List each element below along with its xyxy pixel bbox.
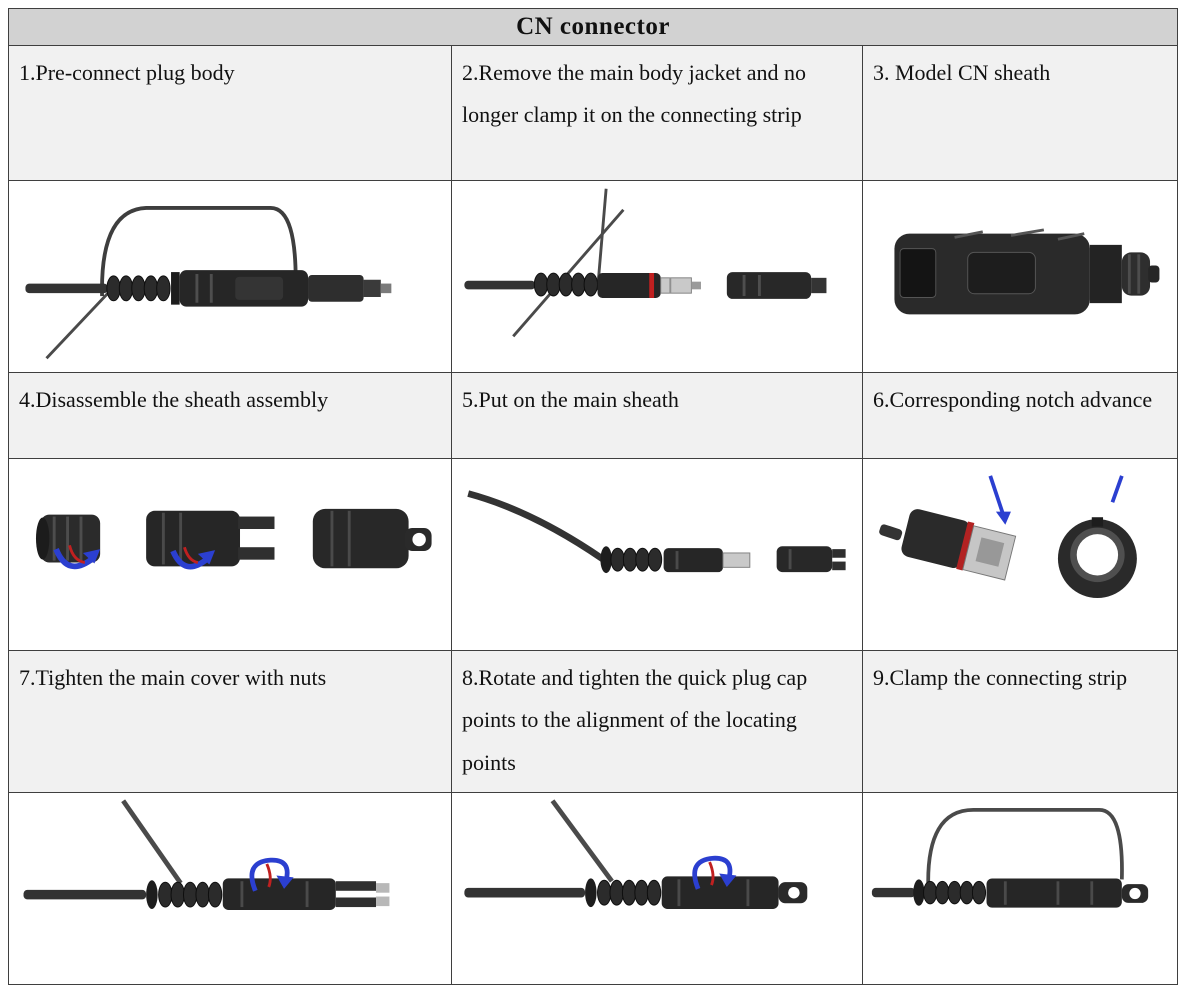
ferrule (722, 552, 751, 568)
nut-part (35, 514, 100, 563)
sheath-neck (1089, 244, 1122, 304)
connecting-strip-clamped-illustration (871, 808, 1148, 908)
removed-jacket (726, 272, 812, 299)
step-2-text: 2.Remove the main body jacket and no lon… (451, 45, 863, 181)
plug-tip (363, 279, 381, 297)
step-6-text: 6.Corresponding notch advance (861, 372, 1179, 459)
flange (145, 880, 158, 909)
bail-handle-wire (99, 205, 298, 297)
cap-part (312, 508, 432, 569)
cn-sheath-illustration (894, 228, 1160, 315)
flange (600, 546, 612, 574)
cn-connector-table: CN connector 1.Pre-connect plug body 2.R… (7, 8, 1179, 985)
flange (912, 879, 925, 906)
connector-angled (901, 509, 1016, 581)
vertical-wire (596, 188, 608, 291)
assembled-body (986, 878, 1122, 908)
main-sheath (776, 546, 833, 573)
ferrule (660, 277, 692, 294)
step-1-image-cell (8, 180, 452, 373)
strain-relief-spring (533, 272, 599, 297)
rotation-arrow-blue-2 (169, 549, 209, 570)
cable (464, 280, 536, 290)
knurled-cap (1121, 252, 1150, 296)
main-cover-body (222, 878, 336, 910)
cable (871, 887, 915, 898)
diagonal-wire (550, 799, 614, 883)
cable (467, 490, 605, 562)
step-7-image-cell (8, 792, 452, 985)
step-5-image-cell (451, 458, 863, 651)
step-3-image-cell (861, 180, 1179, 373)
step-6-image-cell (861, 458, 1179, 651)
step-7-text: 7.Tighten the main cover with nuts (8, 650, 452, 793)
sheath-socket-opening (899, 248, 936, 298)
step-5-text: 5.Put on the main sheath (451, 372, 863, 459)
label-window (966, 251, 1036, 295)
step-9-image-cell (861, 792, 1179, 985)
rotation-mark-red-2 (182, 546, 198, 564)
alignment-arrow-blue (988, 475, 1005, 516)
plug-body (663, 548, 724, 573)
flange (170, 272, 180, 305)
step-8-image-cell (451, 792, 863, 985)
cable (25, 283, 108, 294)
flange (585, 878, 597, 908)
rotate-quick-plug-cap-illustration (464, 799, 808, 909)
strain-relief-spring (157, 881, 222, 908)
cable-stub (878, 524, 902, 541)
rotation-arrow-blue (52, 547, 94, 570)
cable (23, 889, 146, 900)
bail-handle-wire (926, 808, 1124, 887)
rotation-arrow-blue (249, 857, 290, 892)
strain-relief-spring (105, 275, 171, 302)
fiber-wire (45, 289, 112, 360)
jacket-removed-illustration (464, 188, 827, 338)
diagonal-wire (120, 799, 183, 885)
cable (464, 887, 586, 898)
notch-alignment-illustration (878, 475, 1137, 599)
step-4-image-cell (8, 458, 452, 651)
red-ring (955, 521, 975, 571)
plug-body-with-bail-handle-illustration (25, 205, 391, 360)
alignment-tick-blue (1110, 475, 1124, 503)
red-mark-ring (649, 273, 655, 298)
plug-body (597, 273, 661, 298)
rotation-mark-red (708, 861, 715, 886)
rotation-arrow-blue (692, 855, 733, 890)
ring-notch (1091, 517, 1103, 527)
step-1-text: 1.Pre-connect plug body (8, 45, 452, 181)
strain-relief-spring (922, 880, 986, 905)
main-sheath-fitting-illustration (467, 490, 846, 574)
tighten-nuts-illustration (23, 799, 390, 910)
table-title: CN connector (7, 8, 1179, 46)
strain-relief-spring (610, 547, 663, 572)
diagonal-wire (512, 208, 625, 338)
plug-rear-section (307, 274, 364, 302)
step-9-text: 9.Clamp the connecting strip (861, 650, 1179, 793)
step-3-text: 3. Model CN sheath (861, 45, 1179, 181)
step-4-text: 4.Disassemble the sheath assembly (8, 372, 452, 459)
step-2-image-cell (451, 180, 863, 373)
step-8-text: 8.Rotate and tighten the quick plug cap … (451, 650, 863, 793)
rotation-mark-red (67, 544, 85, 564)
notch-ring (1057, 517, 1137, 599)
disassembled-sheath-illustration (35, 508, 432, 570)
rotation-mark-red (265, 863, 272, 888)
middle-body-part (145, 510, 275, 567)
strain-relief-spring (597, 879, 662, 906)
